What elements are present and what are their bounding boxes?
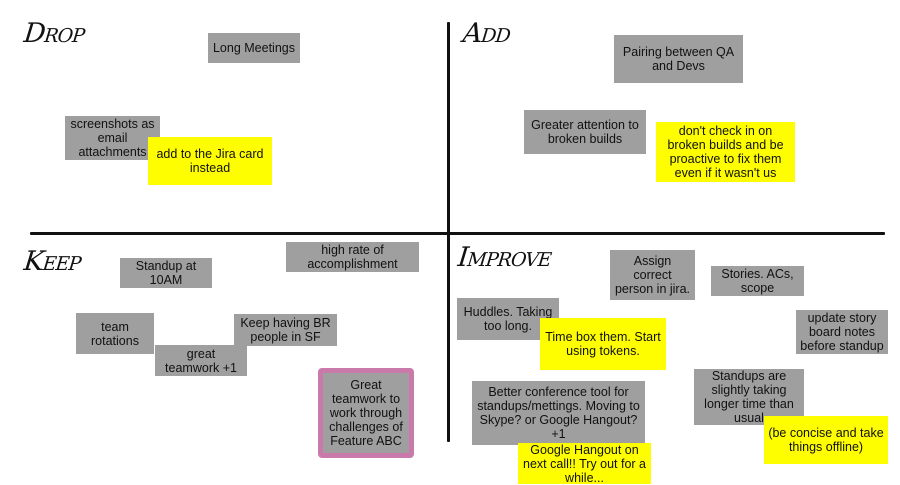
- sticky-note[interactable]: Google Hangout on next call!! Try out fo…: [518, 443, 651, 485]
- sticky-note[interactable]: Keep having BR people in SF: [234, 314, 337, 346]
- horizontal-divider: [30, 232, 885, 235]
- sticky-note[interactable]: add to the Jira card instead: [148, 137, 272, 185]
- sticky-note[interactable]: Stories. ACs, scope: [711, 266, 804, 296]
- sticky-note[interactable]: Standups are slightly taking longer time…: [694, 369, 804, 425]
- sticky-note[interactable]: Better conference tool for standups/mett…: [472, 381, 645, 445]
- sticky-note[interactable]: team rotations: [76, 313, 154, 354]
- sticky-note[interactable]: Greater attention to broken builds: [524, 110, 646, 154]
- sticky-note[interactable]: Time box them. Start using tokens.: [540, 318, 666, 370]
- sticky-note[interactable]: high rate of accomplishment: [286, 242, 419, 272]
- sticky-note[interactable]: (be concise and take things offline): [764, 416, 888, 464]
- improve-heading: Improve: [456, 242, 553, 273]
- sticky-note[interactable]: Pairing between QA and Devs: [614, 35, 743, 83]
- sticky-note[interactable]: Long Meetings: [208, 33, 300, 63]
- drop-heading: Drop: [22, 18, 86, 49]
- sticky-note[interactable]: great teamwork +1: [155, 345, 247, 376]
- add-heading: Add: [461, 18, 512, 49]
- highlighted-sticky-note[interactable]: Great teamwork to work through challenge…: [318, 368, 414, 458]
- sticky-note[interactable]: Standup at 10AM: [120, 258, 212, 288]
- sticky-note[interactable]: update story board notes before standup: [796, 310, 888, 354]
- sticky-note[interactable]: Assign correct person in jira.: [610, 250, 695, 300]
- sticky-note[interactable]: don't check in on broken builds and be p…: [656, 122, 795, 182]
- sticky-note[interactable]: screenshots as email attachments: [65, 116, 160, 160]
- keep-heading: Keep: [22, 246, 83, 277]
